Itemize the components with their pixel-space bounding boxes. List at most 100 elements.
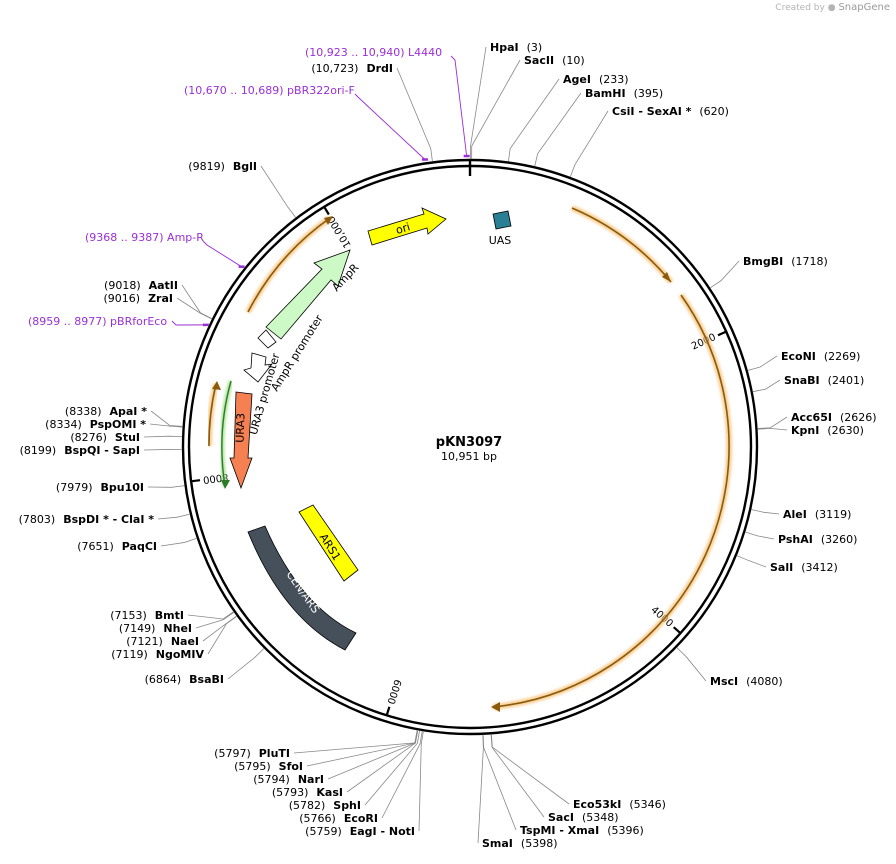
site-label[interactable]: (8199)BspQI - SapI — [20, 444, 140, 457]
site-label[interactable]: SacII(10) — [524, 54, 585, 67]
site-label[interactable]: (7651)PaqCI — [77, 540, 157, 553]
site-label[interactable]: MscI(4080) — [710, 675, 783, 688]
site-name: PspOMI * — [90, 418, 147, 431]
site-label[interactable]: (8338)ApaI * — [65, 405, 147, 418]
site-name: AgeI — [563, 73, 591, 86]
site-label[interactable]: (9819)BglI — [188, 160, 257, 173]
site-label[interactable]: (7153)BmtI — [110, 609, 184, 622]
orf-arrowhead-1 — [662, 272, 671, 282]
site-name: SphI — [333, 799, 361, 812]
site-label[interactable]: (5797)PluTI — [214, 747, 290, 760]
site-leader — [381, 730, 423, 819]
scale-tick — [673, 626, 682, 635]
watermark-brand: SnapGene — [838, 2, 890, 13]
site-label[interactable]: PshAI(3260) — [778, 533, 857, 546]
site-leader — [676, 647, 707, 682]
site-position: (5793) — [272, 786, 309, 799]
orf-arrowhead-3 — [324, 216, 333, 225]
site-label[interactable]: (5759)EagI - NotI — [305, 825, 415, 838]
site-name: EagI - NotI — [350, 825, 415, 838]
orf-arrowhead-2 — [491, 702, 500, 712]
site-position: (1718) — [791, 255, 828, 268]
site-label[interactable]: (5793)KasI — [272, 786, 343, 799]
site-position: (8199) — [20, 444, 57, 457]
site-label[interactable]: BamHI(395) — [585, 87, 663, 100]
site-leader — [745, 531, 775, 540]
site-label[interactable]: (7979)Bpu10I — [56, 481, 144, 494]
site-name: SalI — [770, 561, 793, 574]
site-name: Acc65I — [791, 411, 832, 424]
site-label[interactable]: CsiI - SexAI *(620) — [612, 105, 729, 118]
site-position: (620) — [699, 105, 729, 118]
site-name: BmtI — [155, 609, 184, 622]
primer-label[interactable]: (10,670 .. 10,689) pBR322ori-F — [184, 84, 355, 97]
site-label[interactable]: SnaBI(2401) — [784, 374, 864, 387]
site-label[interactable]: (7121)NaeI — [126, 635, 199, 648]
site-label[interactable]: (5766)EcoRI — [299, 812, 378, 825]
primer-label[interactable]: (10,923 .. 10,940) L4440 — [305, 46, 442, 59]
site-label[interactable]: (9016)ZraI — [104, 292, 174, 305]
site-leader — [306, 730, 418, 767]
site-leader — [227, 648, 265, 680]
primer-label[interactable]: (8959 .. 8977) pBRforEco — [28, 315, 167, 328]
site-label[interactable]: HpaI (3) — [490, 41, 542, 54]
site-label[interactable]: (8334)PspOMI * — [45, 418, 146, 431]
site-label[interactable]: KpnI(2630) — [791, 424, 864, 437]
site-position: (4080) — [746, 675, 783, 688]
site-name: SfoI — [279, 760, 303, 773]
site-name: AleI — [783, 508, 807, 521]
site-label[interactable]: (6864)BsaBI — [145, 673, 224, 686]
primer-leader — [450, 55, 468, 157]
site-position: (7651) — [77, 540, 114, 553]
feature-ori[interactable]: ori — [367, 207, 447, 246]
site-name: EcoNI — [781, 350, 816, 363]
site-name: PshAI — [778, 533, 813, 546]
site-leader — [751, 509, 780, 515]
site-label[interactable]: (5794)NarI — [253, 773, 324, 786]
site-position: (5348) — [582, 811, 619, 824]
site-leader — [181, 284, 213, 320]
site-label[interactable]: SmaI(5398) — [482, 837, 557, 850]
site-leader — [709, 260, 740, 289]
site-label[interactable]: SalI(3412) — [770, 561, 838, 574]
site-label[interactable]: AleI(3119) — [783, 508, 851, 521]
site-label[interactable]: (8276)StuI — [70, 431, 140, 444]
site-label[interactable]: AgeI(233) — [563, 73, 629, 86]
site-label[interactable]: TspMI - XmaI(5396) — [520, 824, 644, 837]
site-name: HpaI — [490, 41, 519, 54]
site-leader — [143, 435, 183, 438]
site-label[interactable]: (10,723)DrdI — [311, 62, 393, 75]
orf-arrows — [205, 205, 733, 712]
snapgene-logo-icon: ● — [827, 3, 836, 13]
site-name: Bpu10I — [101, 481, 145, 494]
site-name: BspDI * - ClaI * — [63, 513, 154, 526]
site-name: SacII — [524, 54, 554, 67]
site-leader — [507, 78, 560, 162]
site-label[interactable]: (9018)AatII — [104, 279, 178, 292]
site-position: (10,723) — [311, 62, 358, 75]
site-label[interactable]: Eco53kI(5346) — [573, 798, 666, 811]
site-position: (3) — [527, 41, 543, 54]
site-label[interactable]: EcoNI(2269) — [781, 350, 860, 363]
site-position: (8276) — [70, 431, 107, 444]
site-label[interactable]: Acc65I(2626) — [791, 411, 877, 424]
site-name: BmgBI — [743, 255, 783, 268]
site-label[interactable]: (7803)BspDI * - ClaI * — [19, 513, 155, 526]
site-name: BglI — [233, 160, 257, 173]
feature-ars1[interactable]: ARS1 — [298, 504, 359, 582]
plasmid-name: pKN3097 — [436, 435, 502, 450]
site-label[interactable]: (5795)SfoI — [234, 760, 303, 773]
site-position: (8338) — [65, 405, 102, 418]
site-label[interactable]: (7149)NheI — [119, 622, 192, 635]
primer-label[interactable]: (9368 .. 9387) Amp-R — [85, 231, 204, 244]
site-label[interactable]: BmgBI (1718) — [743, 255, 828, 268]
site-leader — [346, 730, 419, 793]
site-label[interactable]: SacI(5348) — [548, 811, 619, 824]
site-position: (5794) — [253, 773, 290, 786]
site-leader — [482, 734, 517, 831]
site-name: AatII — [149, 279, 178, 292]
site-label[interactable]: (7119)NgoMIV — [111, 648, 204, 661]
feature-uas[interactable]: UAS — [489, 210, 512, 247]
feature-ura3[interactable]: URA3 — [229, 391, 253, 490]
site-label[interactable]: (5782)SphI — [289, 799, 361, 812]
